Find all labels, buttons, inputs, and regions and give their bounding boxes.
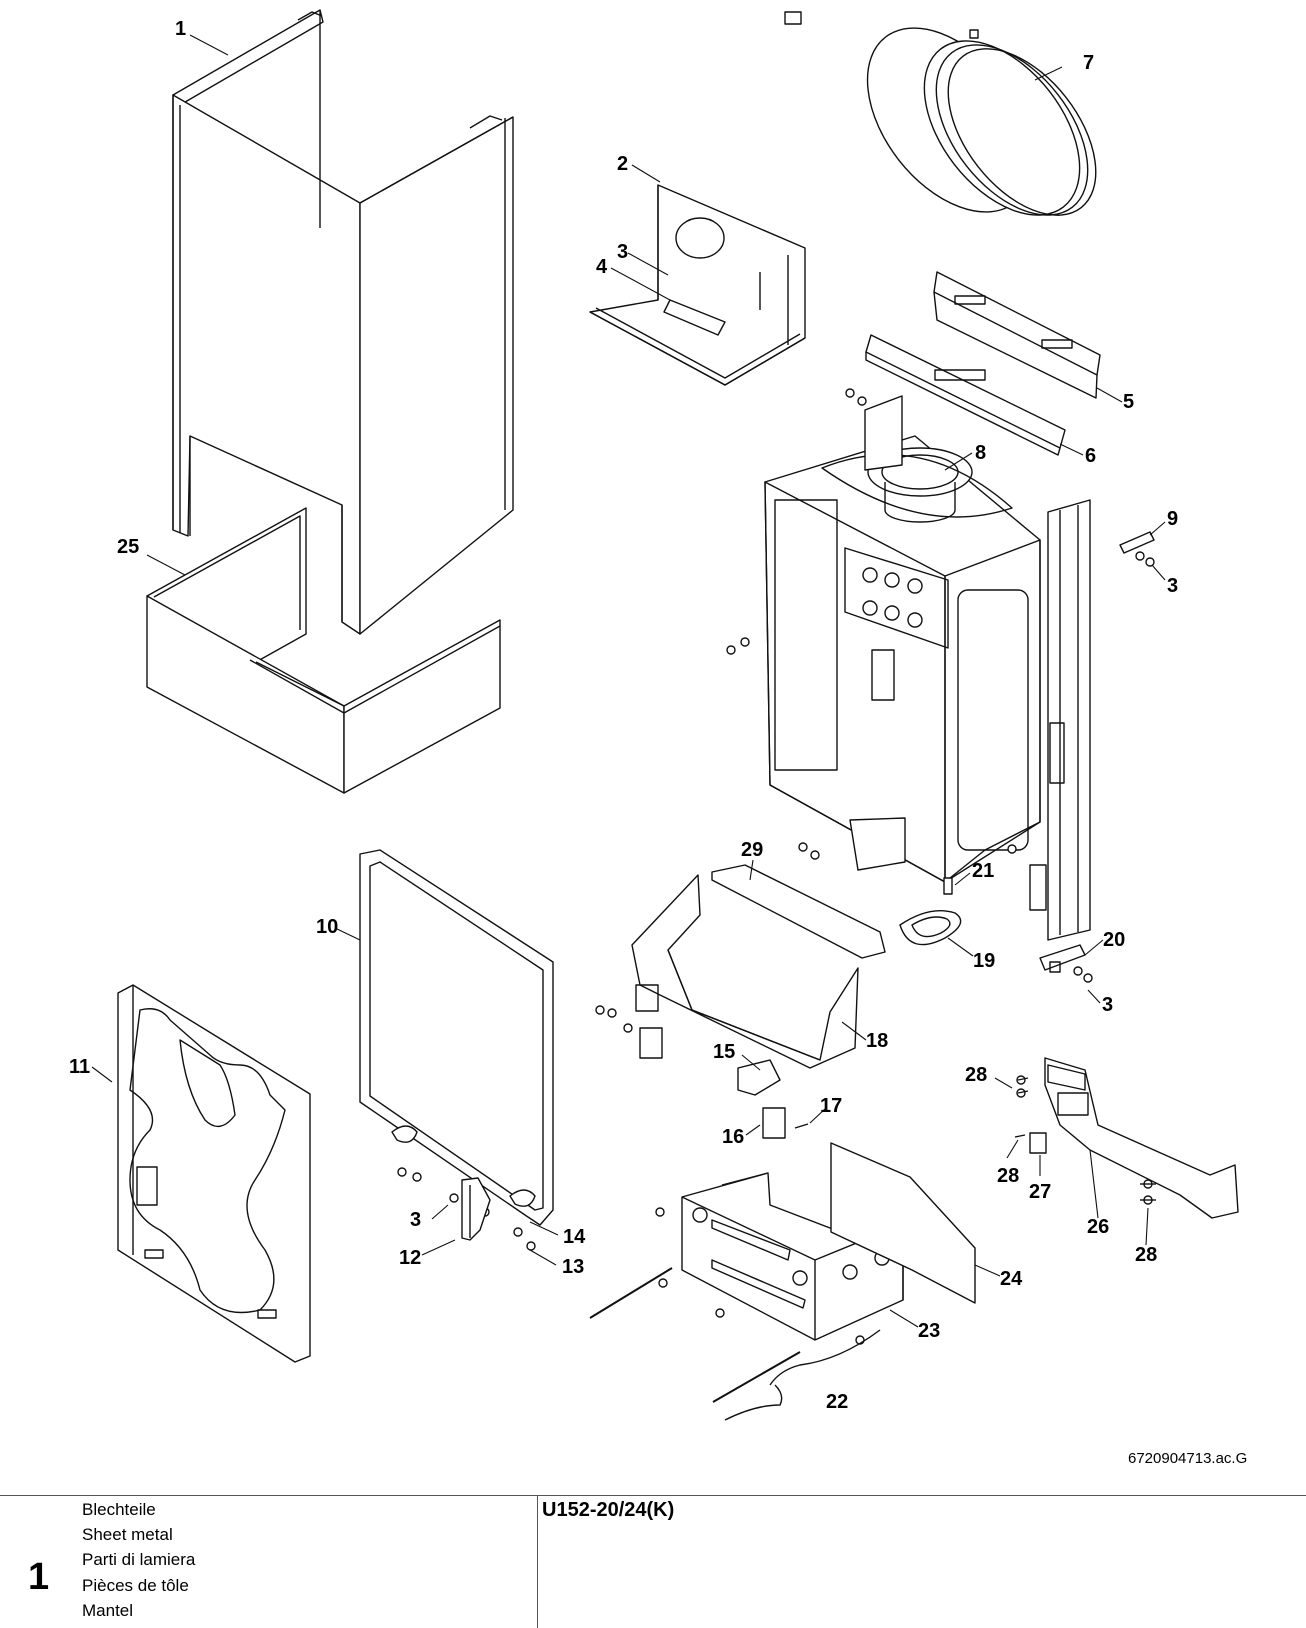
callout-7: 7 (1083, 52, 1094, 74)
part-26-terminal-bracket (1044, 1057, 1239, 1219)
part-21-nipple (943, 877, 953, 895)
callout-21: 21 (972, 860, 994, 882)
callout-13: 13 (562, 1256, 584, 1278)
part-12-clip (461, 1177, 491, 1241)
exploded-parts-diagram: 1 2 3 4 5 6 7 8 9 3 25 29 21 10 19 20 3 … (69, 9, 1239, 1421)
callout-3: 3 (617, 241, 628, 263)
drawing-reference-code: 6720904713.ac.G (1128, 1450, 1248, 1467)
callout-16: 16 (722, 1126, 744, 1148)
callout-15: 15 (713, 1041, 735, 1063)
callout-25: 25 (117, 536, 139, 558)
leader-lines (91, 34, 1166, 1328)
callout-23: 23 (918, 1320, 940, 1342)
part-11-front-cover (117, 984, 311, 1363)
callout-26: 26 (1087, 1216, 1109, 1238)
part-14-clip (391, 1125, 536, 1207)
part-6-rail (865, 334, 1066, 456)
callout-8: 8 (975, 442, 986, 464)
part-15-bracket (737, 1059, 781, 1096)
callout-18: 18 (866, 1030, 888, 1052)
callout-28-c: 28 (1135, 1244, 1157, 1266)
part-19-gasket (899, 910, 962, 946)
part-10-frame-seal (359, 849, 554, 1226)
footer-divider (0, 1495, 1306, 1496)
fasteners (397, 388, 1155, 1345)
callout-24: 24 (1000, 1268, 1023, 1290)
part-23-lower-frame (681, 1172, 904, 1341)
callout-29: 29 (741, 839, 763, 861)
callout-14: 14 (563, 1226, 586, 1248)
part-5-rail (933, 271, 1101, 399)
callout-3-b: 3 (1167, 575, 1178, 597)
callout-1: 1 (175, 18, 186, 40)
part-name-dutch: Mantel (82, 1600, 134, 1620)
callout-5: 5 (1123, 391, 1134, 413)
part-2-top-bracket (589, 184, 806, 386)
part-9-bracket (1119, 531, 1155, 554)
callout-20: 20 (1103, 929, 1125, 951)
part-29-plate (711, 864, 886, 959)
callout-22: 22 (826, 1391, 848, 1413)
callout-2: 2 (617, 153, 628, 175)
footer-column-divider (537, 1495, 538, 1628)
callout-27: 27 (1029, 1181, 1051, 1203)
callout-4: 4 (596, 256, 608, 278)
part-28-screws (1014, 1077, 1156, 1201)
part-25-lower-panel (146, 507, 501, 794)
model-number: U152-20/24(K) (542, 1499, 675, 1521)
part-17-screw (794, 1123, 809, 1129)
callout-9: 9 (1167, 508, 1178, 530)
callout-11: 11 (69, 1056, 90, 1078)
part-name-german: Blechteile (82, 1500, 156, 1519)
callout-28-a: 28 (965, 1064, 987, 1086)
callout-3-d: 3 (410, 1209, 421, 1231)
part-name-english: Sheet metal (82, 1525, 173, 1545)
part-8-main-frame (764, 395, 1091, 941)
part-24-insulation-plate (830, 1142, 976, 1304)
part-name-french: Pièces de tôle (82, 1575, 189, 1595)
part-name-italian: Parti di lamiera (82, 1550, 196, 1570)
callout-10: 10 (316, 916, 338, 938)
callout-3-c: 3 (1102, 994, 1113, 1016)
part-7-expansion-vessel (784, 11, 1097, 216)
callout-labels: 1 2 3 4 5 6 7 8 9 3 25 29 21 10 19 20 3 … (69, 18, 1178, 1413)
part-16-clip (762, 1107, 786, 1139)
part-18-tray (631, 874, 859, 1069)
section-number: 1 (28, 1556, 50, 1598)
callout-6: 6 (1085, 445, 1096, 467)
part-27-holder (1029, 1132, 1047, 1154)
callout-19: 19 (973, 950, 995, 972)
part-group-names: Blechteile Sheet metal Parti di lamiera … (82, 1497, 195, 1623)
part-1-casing (172, 9, 514, 635)
callout-12: 12 (399, 1247, 421, 1269)
callout-17: 17 (820, 1095, 842, 1117)
part-22-rods (589, 1267, 881, 1421)
callout-28-b: 28 (997, 1165, 1019, 1187)
